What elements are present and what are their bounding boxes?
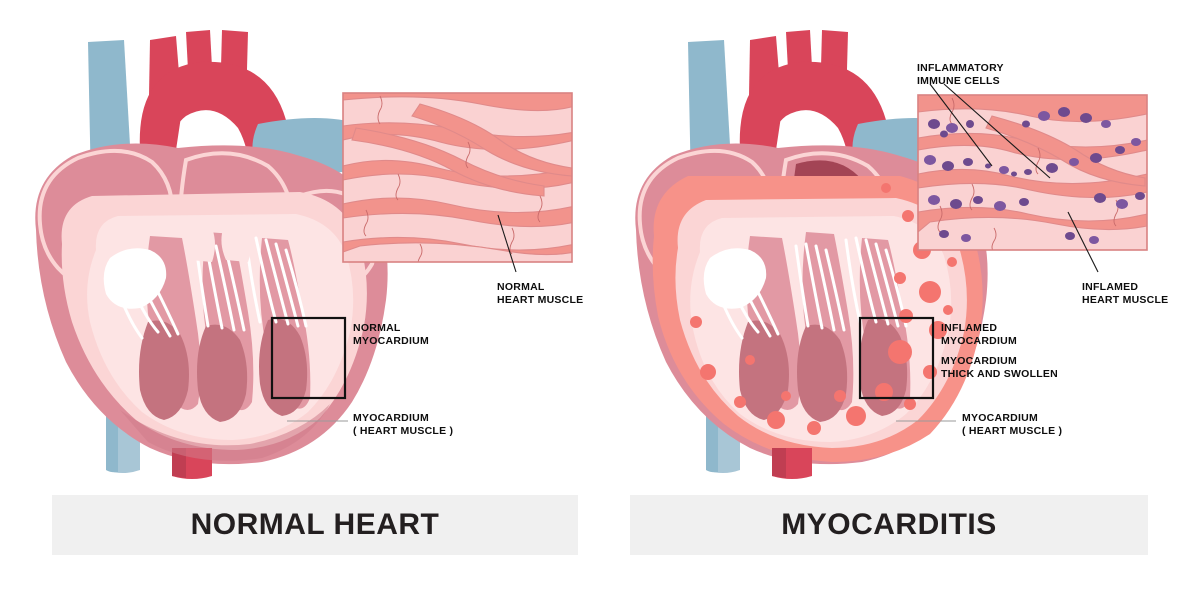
- mitral-valve-leaflet-right: [703, 248, 767, 309]
- label-inflamed-heart-muscle: INFLAMED HEART MUSCLE: [1082, 281, 1169, 307]
- caption-bar-normal: NORMAL HEART: [52, 495, 578, 555]
- aortic-valve-right: [221, 221, 251, 262]
- aortic-valve-left: [185, 221, 215, 262]
- myocarditis-heart-illustration: [635, 30, 1148, 479]
- fiber-striations: [363, 95, 543, 262]
- label-normal-heart-muscle: NORMAL HEART MUSCLE: [497, 281, 584, 307]
- apex-shading: [120, 404, 330, 461]
- label-myocardium-heart-muscle: MYOCARDIUM ( HEART MUSCLE ): [353, 412, 454, 438]
- label-myocardium-thick-swollen: MYOCARDIUM THICK AND SWOLLEN: [941, 355, 1059, 381]
- immune-cells: [924, 107, 1145, 244]
- papillary-muscle-2: [197, 324, 248, 422]
- label-inflammatory-immune-cells: INFLAMMATORY IMMUNE CELLS: [917, 62, 1004, 88]
- inflamed-tissue-inset-content: [918, 95, 1147, 250]
- label-normal-myocardium: NORMAL MYOCARDIUM: [353, 322, 429, 348]
- inflamed-inset-frame: [917, 94, 1148, 251]
- inflamed-myocardium-callout-box: [858, 316, 935, 400]
- normal-heart-illustration: [35, 30, 573, 479]
- label-myocardium-heart-muscle-right: MYOCARDIUM ( HEART MUSCLE ): [962, 412, 1063, 438]
- panel-normal-heart: NORMAL HEART: [35, 30, 578, 555]
- panel-myocarditis-heart: MYOCARDITIS: [600, 0, 1200, 600]
- descending-aorta-shade-right: [772, 448, 786, 478]
- leader-normal-heart-muscle: [497, 214, 517, 273]
- caption-normal-heart: NORMAL HEART: [190, 508, 440, 541]
- leader-immune-cells-1: [929, 83, 993, 167]
- caption-bar-myocarditis: MYOCARDITIS: [630, 495, 1148, 555]
- label-inflamed-myocardium: INFLAMED MYOCARDIUM: [941, 322, 1017, 348]
- papillary-muscle-1-right: [739, 320, 789, 420]
- normal-myocardium-callout-box: [270, 316, 347, 400]
- normal-tissue-inset-content: [343, 93, 572, 262]
- leader-inflamed-heart-muscle: [1067, 211, 1099, 273]
- descending-aorta-shade: [172, 448, 186, 478]
- leader-immune-cells-2: [943, 83, 1051, 179]
- normal-inset-frame: [342, 92, 573, 263]
- mitral-valve-leaflet: [103, 248, 167, 309]
- papillary-muscle-1: [139, 320, 189, 420]
- caption-myocarditis: MYOCARDITIS: [781, 508, 997, 541]
